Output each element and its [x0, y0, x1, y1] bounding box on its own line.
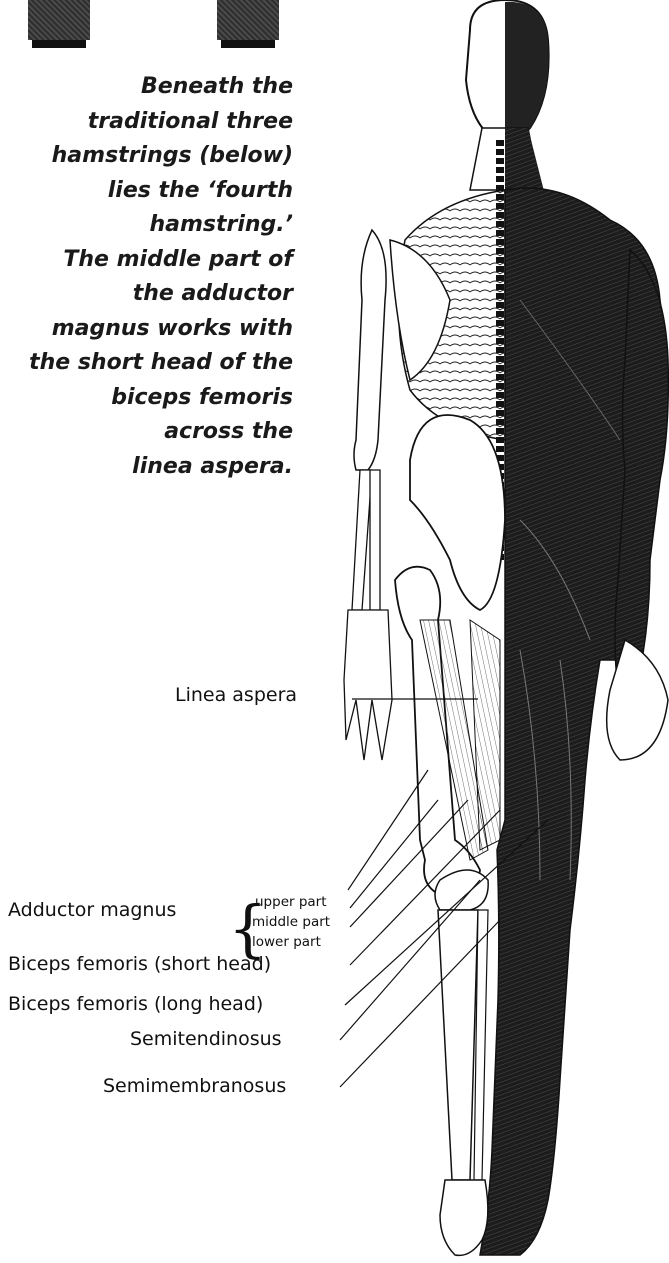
leader-upper-part [348, 770, 428, 890]
head [466, 0, 549, 141]
label-adductor-upper-part: upper part [255, 894, 327, 910]
label-adductor-magnus: Adductor magnus [8, 899, 176, 921]
label-biceps-femoris-short: Biceps femoris (short head) [8, 953, 271, 975]
neck-muscles [505, 128, 545, 195]
label-adductor-middle-part: middle part [252, 914, 330, 930]
muscular-figure [480, 188, 668, 1255]
label-semimembranosus: Semimembranosus [103, 1075, 286, 1097]
label-biceps-femoris-long: Biceps femoris (long head) [8, 993, 263, 1015]
skeleton-figure [344, 140, 505, 1255]
label-semitendinosus: Semitendinosus [130, 1028, 282, 1050]
label-linea-aspera: Linea aspera [175, 684, 297, 706]
label-adductor-lower-part: lower part [252, 934, 321, 950]
